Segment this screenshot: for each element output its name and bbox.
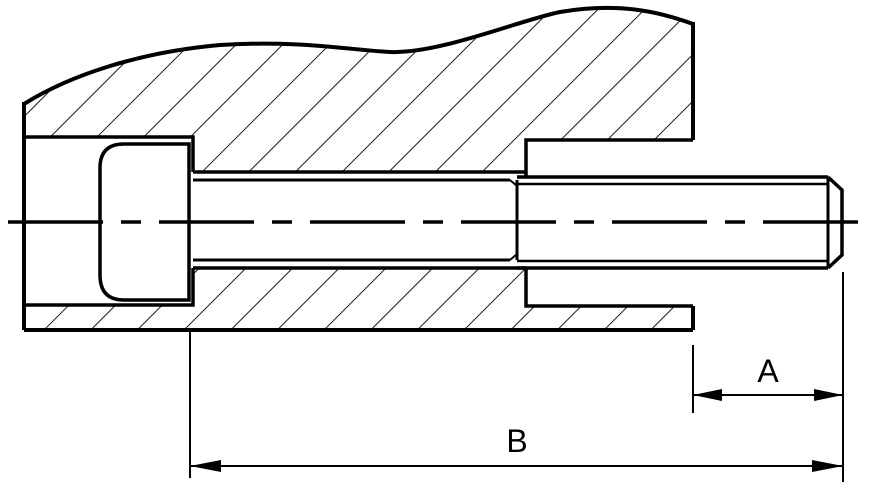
threaded-end	[517, 175, 844, 270]
screw-shank	[193, 170, 526, 270]
dimension-label-b: B	[506, 423, 527, 459]
dimension-label-a: A	[757, 353, 779, 389]
screw-head	[98, 142, 191, 302]
counterbore-left	[25, 135, 195, 307]
dimension-a: A	[693, 353, 843, 401]
dimension-b: B	[190, 423, 843, 472]
extension-lines	[189, 272, 844, 482]
right-recess	[524, 138, 693, 308]
housing-break-line	[22, 5, 694, 106]
